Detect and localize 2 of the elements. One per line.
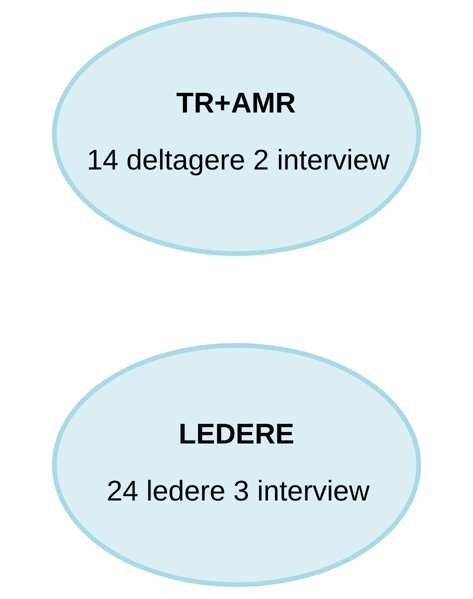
node-ellipse: LEDERE 24 ledere 3 interview (52, 343, 422, 587)
node-ellipse: TR+AMR 14 deltagere 2 interview (52, 12, 422, 256)
